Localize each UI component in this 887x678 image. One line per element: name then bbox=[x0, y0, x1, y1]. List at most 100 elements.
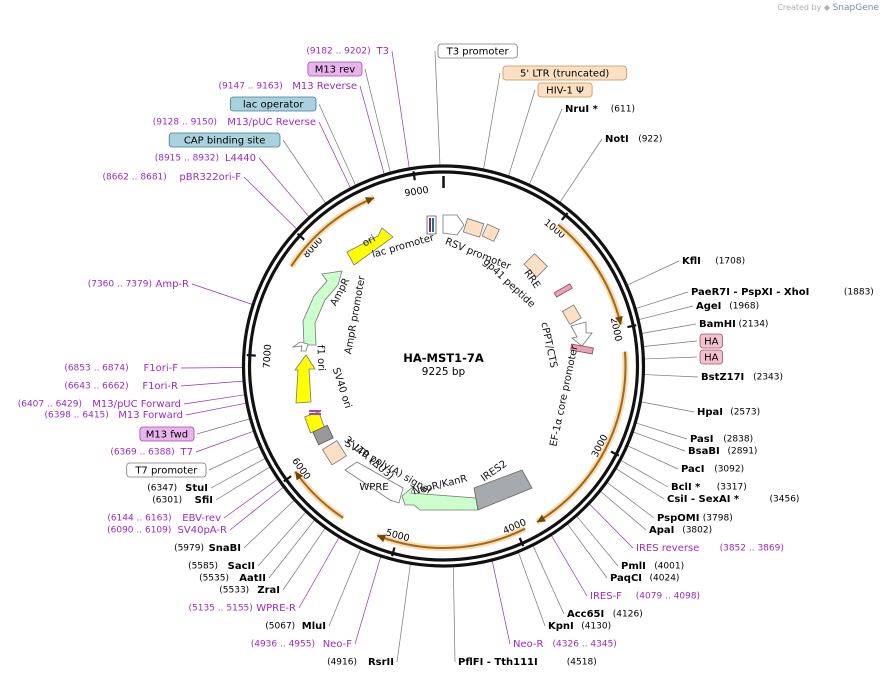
site-label-name: NruI * bbox=[565, 104, 599, 115]
site-label-position: (4024) bbox=[650, 574, 680, 584]
site-label-name: T3 bbox=[376, 46, 389, 57]
site-label[interactable]: AatII(5535) bbox=[199, 573, 266, 584]
site-label[interactable]: T7 promoter bbox=[126, 462, 207, 478]
site-label[interactable]: KflI(1708) bbox=[682, 256, 745, 267]
site-label[interactable]: HA bbox=[699, 333, 724, 349]
leader-line bbox=[627, 260, 680, 286]
site-label[interactable]: HA bbox=[699, 349, 724, 365]
site-label-position: (4916) bbox=[327, 658, 357, 668]
lac-promoter-feature[interactable] bbox=[426, 215, 437, 235]
site-label[interactable]: BamHI(2134) bbox=[699, 319, 768, 330]
site-label[interactable]: BclI *(3317) bbox=[671, 482, 747, 493]
site-label[interactable]: PaqCI(4024) bbox=[610, 573, 679, 584]
site-label[interactable]: StuI(6347) bbox=[147, 483, 208, 494]
site-label[interactable]: SfiI(6301) bbox=[152, 495, 213, 506]
leader-line bbox=[223, 479, 278, 519]
site-label[interactable]: KpnI(4130) bbox=[548, 621, 611, 632]
leader-line bbox=[600, 491, 647, 531]
site-label[interactable]: F1ori-F(6853 .. 6874) bbox=[64, 363, 178, 374]
site-label[interactable]: CsiI - SexAI *(3456) bbox=[667, 494, 799, 505]
site-label-name: SacII bbox=[228, 561, 255, 572]
site-label[interactable]: PmlI(4001) bbox=[621, 561, 684, 572]
site-label[interactable]: M13 Forward(6398 .. 6415) bbox=[45, 410, 183, 421]
hiv-psi-feature[interactable] bbox=[481, 223, 500, 242]
site-label[interactable]: pBR322ori-F(8662 .. 8681) bbox=[103, 172, 242, 183]
leader-line bbox=[483, 72, 501, 170]
sv40-polya-feature[interactable] bbox=[312, 424, 334, 446]
leader-line bbox=[180, 380, 244, 387]
site-label[interactable]: IRES-F(4079 .. 4098) bbox=[590, 591, 700, 602]
site-label[interactable]: M13 Reverse(9147 .. 9163) bbox=[219, 81, 357, 92]
site-label[interactable]: PacI(3092) bbox=[681, 464, 744, 475]
site-label[interactable]: NruI *(611) bbox=[565, 104, 635, 115]
site-label-name: M13 Reverse bbox=[292, 81, 357, 92]
site-label[interactable]: BstZ17I(2343) bbox=[701, 372, 783, 383]
rsv-promoter-feature[interactable] bbox=[442, 214, 465, 236]
site-label-name: EBV-rev bbox=[182, 513, 221, 524]
site-label[interactable]: 5' LTR (truncated) bbox=[502, 65, 627, 81]
ampr-feature[interactable] bbox=[302, 270, 343, 346]
ires2-feature[interactable] bbox=[473, 469, 533, 511]
site-label[interactable]: ZraI(5533) bbox=[219, 585, 280, 596]
ha-tag-feature[interactable] bbox=[570, 343, 594, 355]
site-label-position: (9182 .. 9202) bbox=[306, 47, 370, 57]
site-label-name: PspOMI bbox=[657, 513, 699, 524]
site-label[interactable]: BsaBI(2891) bbox=[688, 446, 757, 457]
site-label-name: T7 promoter bbox=[134, 466, 198, 477]
site-label[interactable]: T3 promoter bbox=[437, 43, 518, 59]
wpre-feature[interactable] bbox=[344, 461, 404, 504]
site-label[interactable]: HIV-1 Ψ bbox=[537, 82, 593, 98]
site-label[interactable]: Amp-R(7360 .. 7379) bbox=[88, 279, 189, 290]
site-label[interactable]: HpaI(2573) bbox=[697, 407, 760, 418]
site-label[interactable]: NotI(922) bbox=[605, 134, 662, 145]
site-label[interactable]: PspOMI(3798) bbox=[657, 513, 733, 524]
site-label[interactable]: SacII (5585) bbox=[188, 561, 255, 572]
site-label-name: PflFI - Tth111I bbox=[458, 657, 538, 668]
site-label[interactable]: T7(6369 .. 6388) bbox=[110, 447, 193, 458]
gp41-peptide-feature[interactable] bbox=[553, 283, 573, 298]
leader-line bbox=[627, 445, 679, 470]
site-label[interactable]: SV40pA-R(6090 .. 6109) bbox=[107, 525, 227, 536]
ltr-3-feature[interactable] bbox=[321, 440, 347, 466]
site-label[interactable]: F1ori-R(6643 .. 6662) bbox=[64, 381, 178, 392]
site-label-position: (5585) bbox=[188, 562, 218, 572]
site-label-position: (6347) bbox=[147, 484, 177, 494]
site-label-box bbox=[307, 61, 363, 77]
site-label[interactable]: AgeI(1968) bbox=[696, 301, 759, 312]
ef1a-promoter-feature[interactable] bbox=[570, 321, 593, 347]
site-label[interactable]: lac operator bbox=[229, 96, 317, 112]
site-label[interactable]: SnaBI(5979) bbox=[174, 543, 241, 554]
site-label[interactable]: ApaI(3802) bbox=[649, 525, 712, 536]
site-label[interactable]: WPRE-R(5135 .. 5155) bbox=[189, 603, 297, 614]
cppt-cts-feature[interactable] bbox=[561, 304, 582, 325]
site-label[interactable]: PaeR7I - PspXI - XhoI(1883) bbox=[691, 287, 874, 298]
site-label[interactable]: T3 (9182 .. 9202) bbox=[306, 46, 389, 57]
site-label[interactable]: M13 rev bbox=[307, 61, 363, 77]
site-label[interactable]: RsrII (4916) bbox=[327, 657, 394, 668]
site-label-name: 5' LTR (truncated) bbox=[520, 69, 609, 80]
leader-line bbox=[518, 552, 546, 627]
site-label[interactable]: M13 fwd bbox=[139, 426, 195, 442]
site-label[interactable]: Acc65I(4126) bbox=[567, 609, 643, 620]
leader-line bbox=[328, 549, 362, 627]
site-label[interactable]: PflFI - Tth111I(4518) bbox=[458, 657, 597, 668]
site-label-position: (6090 .. 6109) bbox=[107, 526, 171, 536]
leader-line bbox=[508, 89, 536, 176]
site-label[interactable]: EBV-rev(6144 .. 6163) bbox=[107, 513, 221, 524]
rre-feature[interactable] bbox=[523, 253, 548, 278]
site-label-name: PaeR7I - PspXI - XhoI bbox=[691, 287, 809, 298]
site-label[interactable]: Neo-F(4936 .. 4955) bbox=[251, 639, 353, 650]
site-label[interactable]: MluI(5067) bbox=[265, 621, 326, 632]
ltr-5-feature[interactable] bbox=[462, 218, 485, 238]
site-label[interactable]: Neo-R(4326 .. 4345) bbox=[513, 639, 617, 650]
ori-feature[interactable] bbox=[346, 227, 394, 266]
site-label[interactable]: M13/pUC Reverse(9128 .. 9150) bbox=[153, 117, 316, 128]
site-label[interactable]: IRES reverse(3852 .. 3869) bbox=[636, 543, 784, 554]
site-label[interactable]: M13/pUC Forward(6407 .. 6429) bbox=[18, 399, 181, 410]
site-label[interactable]: PasI(2838) bbox=[690, 434, 753, 445]
site-label-name: RsrII bbox=[368, 657, 394, 668]
site-label[interactable]: L4440(8915 .. 8932) bbox=[155, 153, 256, 164]
site-label[interactable]: CAP binding site bbox=[168, 132, 281, 148]
f1-ori-feature[interactable] bbox=[294, 354, 316, 404]
ampr-promoter-feature[interactable] bbox=[291, 341, 309, 352]
